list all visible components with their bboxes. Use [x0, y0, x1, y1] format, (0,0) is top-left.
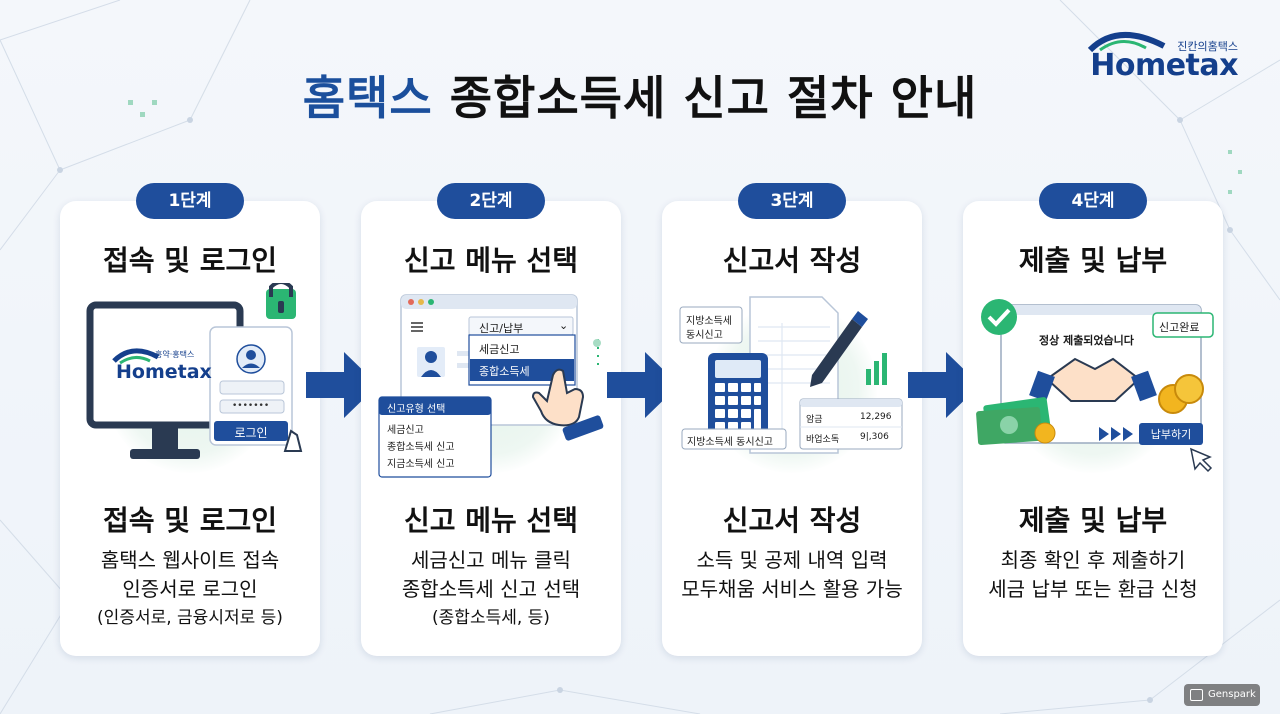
note-bottom: 지방소득세 동시신고	[687, 437, 773, 448]
desc-line: 세금 납부 또는 환급 신청	[988, 577, 1198, 601]
step-title: 신고 메뉴 선택	[403, 244, 579, 277]
step-badge: 4단계	[1039, 183, 1147, 219]
tax-form-icon	[679, 296, 903, 454]
monitor-icon	[86, 283, 303, 459]
step-title: 접속 및 로그인	[102, 244, 278, 277]
success-message: 정상 제출되었습니다	[1039, 334, 1134, 347]
password-field[interactable]: •••••••	[232, 401, 270, 411]
table-value: 9|,306	[860, 432, 889, 442]
step-description: 소득 및 공제 내역 입력 모두채움 서비스 활용 가능	[662, 546, 922, 604]
pay-button[interactable]: 납부하기	[1150, 428, 1192, 441]
house-roof-icon	[1088, 32, 1166, 52]
chevron-down-icon: ⌄	[559, 319, 569, 332]
step-description: 홈택스 웹사이트 접속 인증서로 로그인 (인증서로, 금융시저로 등)	[60, 546, 320, 633]
login-button[interactable]: 로그인	[234, 426, 268, 440]
submit-illustration: 정상 제출되었습니다 신고완료 납부하기	[963, 283, 1223, 483]
step-card-3: 3단계 신고서 작성 지방소득세	[662, 183, 922, 656]
genspark-watermark: Genspark	[1184, 684, 1260, 706]
complete-tag: 신고완료	[1159, 321, 1200, 334]
desc-line: 최종 확인 후 제출하기	[1000, 548, 1186, 572]
step-subtitle: 제출 및 납부	[1018, 504, 1168, 537]
watermark-icon	[1190, 689, 1203, 701]
step-card-4: 4단계 제출 및 납부 정상 제출되었습니다 신고완료 납부하기 제출 및 납부	[963, 183, 1223, 656]
watermark-text: Genspark	[1208, 689, 1256, 700]
type-item[interactable]: 세금신고	[387, 425, 424, 436]
step-subtitle: 접속 및 로그인	[102, 504, 278, 537]
type-item[interactable]: 지금소득세 신고	[387, 459, 455, 470]
title-highlight: 홈택스	[302, 71, 433, 125]
note-top-line: 지방소득세	[686, 316, 732, 327]
monitor-logo: Hometax	[116, 361, 212, 383]
arrow-right-icon	[306, 352, 378, 418]
step-card-1: 1단계 접속 및 로그인 홍약·홍택스 Hometax ••••••• 로그인 …	[60, 183, 320, 656]
desc-line: 인증서로 로그인	[122, 577, 258, 601]
menu-item-selected[interactable]: 종합소득세	[479, 365, 530, 378]
table-label: 바업소독	[806, 435, 840, 445]
browser-window-icon	[378, 294, 604, 478]
desc-line: 모두채움 서비스 활용 가능	[681, 577, 903, 601]
desc-line: 소득 및 공제 내역 입력	[696, 548, 888, 572]
step-card-2: 2단계 신고 메뉴 선택 신고/납부 ⌄ 세금신고 종합소득세 신고유형 선택 …	[361, 183, 621, 656]
desc-note: (종합소득세, 등)	[432, 608, 550, 628]
note-top-line: 동시신고	[686, 330, 723, 341]
table-value: 12,296	[860, 412, 892, 422]
brand-subtitle: 진칸의홈택스	[1177, 40, 1238, 53]
arrow-right-icon	[607, 352, 679, 418]
menu-illustration: 신고/납부 ⌄ 세금신고 종합소득세 신고유형 선택 세금신고 종합소득세 신고…	[361, 283, 621, 483]
menu-item[interactable]: 세금신고	[479, 343, 520, 356]
desc-line: 홈택스 웹사이트 접속	[100, 548, 280, 572]
type-header: 신고유형 선택	[387, 404, 446, 415]
brand-name: Hometax	[1090, 48, 1238, 83]
desc-note: (인증서로, 금융시저로 등)	[97, 608, 283, 628]
step-subtitle: 신고 메뉴 선택	[403, 504, 579, 537]
page-title: 홈택스 종합소득세 신고 절차 안내	[0, 62, 1280, 128]
title-rest: 종합소득세 신고 절차 안내	[449, 71, 978, 125]
step-subtitle: 신고서 작성	[722, 504, 862, 537]
step-badge: 1단계	[136, 183, 244, 219]
step-title: 신고서 작성	[722, 244, 862, 277]
step-description: 세금신고 메뉴 클릭 종합소득세 신고 선택 (종합소득세, 등)	[361, 546, 621, 633]
handshake-window-icon	[976, 299, 1214, 473]
step-title: 제출 및 납부	[1018, 244, 1168, 277]
step-badge: 2단계	[437, 183, 545, 219]
arrow-right-icon	[908, 352, 980, 418]
form-illustration: 지방소득세 동시신고 지방소득세 동시신고 암금 12,296 바업소독 9|,…	[662, 283, 922, 483]
step-description: 최종 확인 후 제출하기 세금 납부 또는 환급 신청	[963, 546, 1223, 604]
step-badge: 3단계	[738, 183, 846, 219]
type-item[interactable]: 종합소득세 신고	[387, 442, 455, 453]
monitor-logo-sub: 홍약·홍택스	[155, 350, 195, 359]
login-illustration: 홍약·홍택스 Hometax ••••••• 로그인	[60, 283, 320, 483]
desc-line: 세금신고 메뉴 클릭	[411, 548, 571, 572]
table-label: 암금	[806, 415, 823, 425]
desc-line: 종합소득세 신고 선택	[401, 577, 581, 601]
menu-header[interactable]: 신고/납부	[479, 322, 524, 335]
hometax-brand-logo: 진칸의홈택스 Hometax	[1088, 26, 1238, 83]
